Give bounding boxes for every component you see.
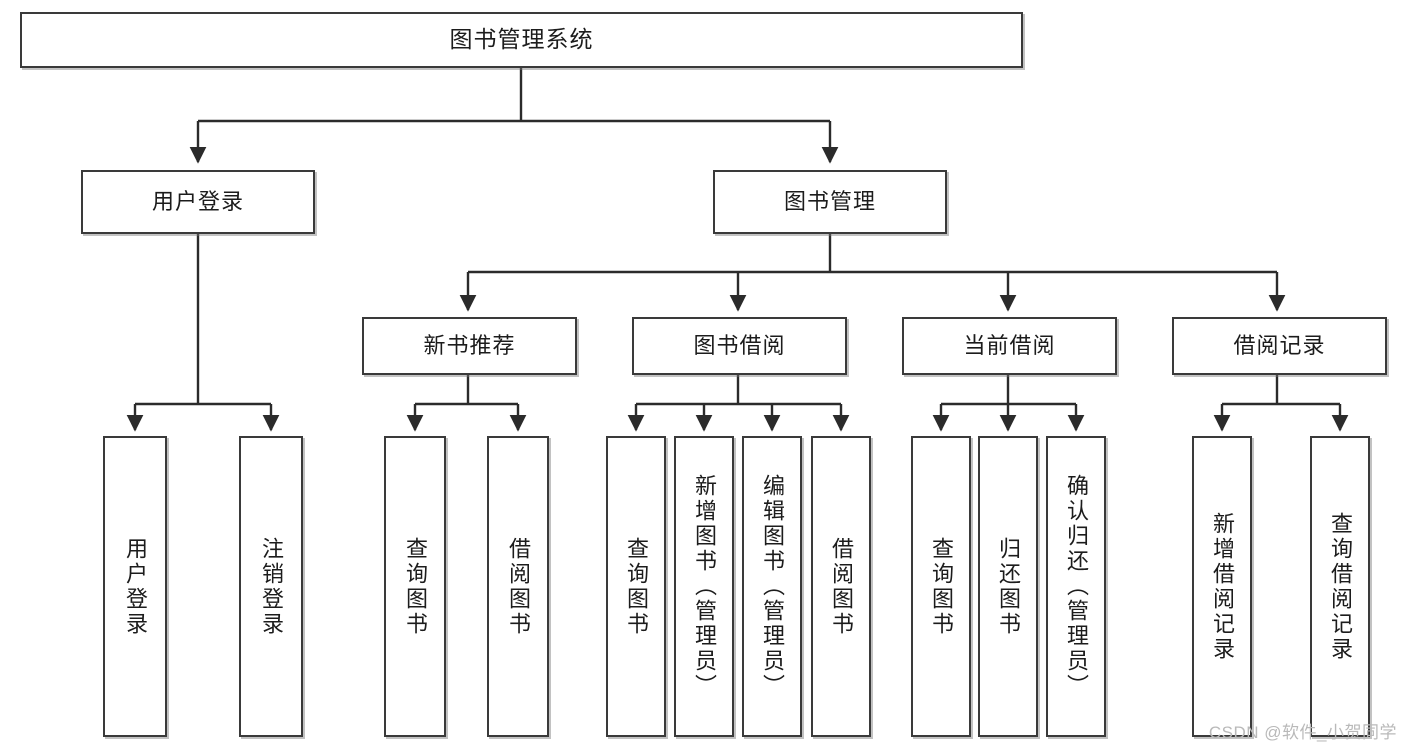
node-label: 查询图书 [929,536,954,637]
node-label: 编辑图书（管理员） [760,474,785,699]
node-current-borrow[interactable]: 当前借阅 [902,317,1117,375]
node-borrow-record[interactable]: 借阅记录 [1172,317,1387,375]
leaf-new-book-query-book[interactable]: 查询图书 [384,436,446,737]
node-user-login[interactable]: 用户登录 [81,170,315,234]
leaf-book-borrow-borrow-book[interactable]: 借阅图书 [811,436,871,737]
leaf-current-borrow-return-book[interactable]: 归还图书 [978,436,1038,737]
node-book-borrow[interactable]: 图书借阅 [632,317,847,375]
leaf-current-borrow-query-book[interactable]: 查询图书 [911,436,971,737]
node-label: 用户登录 [123,536,148,637]
node-label: 当前借阅 [963,333,1056,359]
node-root-system[interactable]: 图书管理系统 [20,12,1023,68]
node-label: 归还图书 [996,536,1021,637]
node-label: 确认归还（管理员） [1064,474,1089,699]
node-label: 新书推荐 [423,333,516,359]
leaf-borrow-record-add-record[interactable]: 新增借阅记录 [1192,436,1252,737]
leaf-user-login-logout[interactable]: 注销登录 [239,436,303,737]
leaf-book-borrow-query-book[interactable]: 查询图书 [606,436,666,737]
leaf-book-borrow-add-book[interactable]: 新增图书（管理员） [674,436,734,737]
node-book-management[interactable]: 图书管理 [713,170,947,234]
leaf-borrow-record-query-record[interactable]: 查询借阅记录 [1310,436,1370,737]
node-label: 查询借阅记录 [1328,511,1353,662]
leaf-user-login-login[interactable]: 用户登录 [103,436,167,737]
node-label: 借阅图书 [506,536,531,637]
leaf-book-borrow-edit-book[interactable]: 编辑图书（管理员） [742,436,802,737]
leaf-new-book-borrow-book[interactable]: 借阅图书 [487,436,549,737]
node-label: 查询图书 [403,536,428,637]
node-label: 新增借阅记录 [1210,511,1235,662]
node-label: 查询图书 [624,536,649,637]
node-new-book-recommend[interactable]: 新书推荐 [362,317,577,375]
node-label: 借阅记录 [1233,333,1326,359]
csdn-watermark: CSDN @软件_小贺同学 [1208,723,1397,742]
node-label: 注销登录 [259,536,284,637]
node-label: 新增图书（管理员） [692,474,717,699]
node-label: 图书管理系统 [449,26,594,53]
node-label: 用户登录 [151,189,244,215]
node-label: 图书管理 [783,189,876,215]
node-label: 借阅图书 [829,536,854,637]
leaf-current-borrow-confirm-return[interactable]: 确认归还（管理员） [1046,436,1106,737]
node-label: 图书借阅 [693,333,786,359]
